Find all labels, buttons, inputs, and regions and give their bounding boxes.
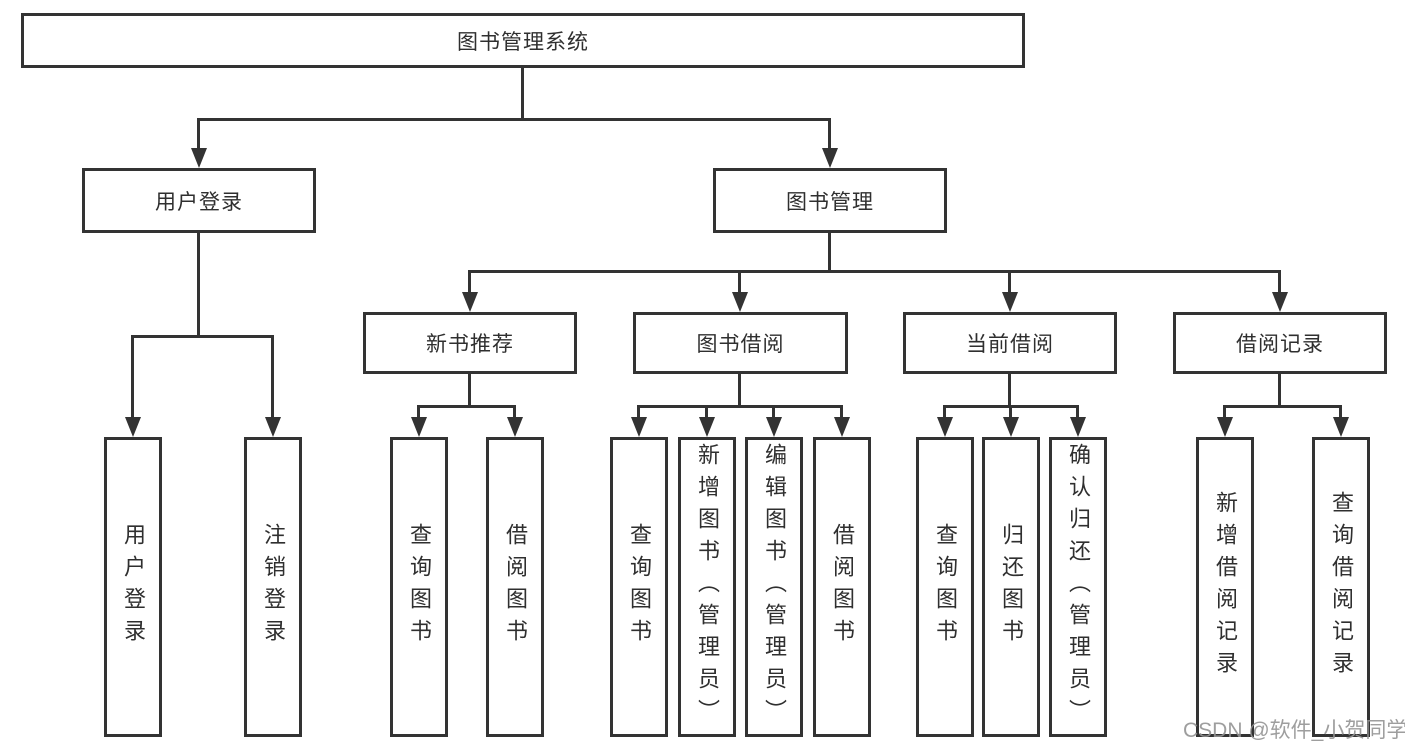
- connector-vline: [521, 68, 524, 121]
- leaf-query-books-current: 查询图书: [916, 437, 974, 737]
- node-label: 查询借阅记录: [1329, 491, 1354, 683]
- node-label: 查询图书: [407, 523, 432, 651]
- arrow-down-icon: [1070, 405, 1086, 437]
- arrow-down-icon: [125, 335, 141, 437]
- leaf-logout: 注销登录: [244, 437, 302, 737]
- arrow-down-icon: [411, 405, 427, 437]
- node-borrowing-records: 借阅记录: [1173, 312, 1387, 374]
- connector-hline: [1225, 405, 1341, 408]
- arrow-down-icon: [699, 405, 715, 437]
- arrow-down-icon: [1003, 405, 1019, 437]
- connector-vline: [1278, 374, 1281, 408]
- leaf-borrow-books: 借阅图书: [813, 437, 871, 737]
- node-user-login: 用户登录: [82, 168, 316, 233]
- node-label: 新增借阅记录: [1213, 491, 1238, 683]
- node-book-borrowing: 图书借阅: [633, 312, 848, 374]
- connector-hline: [639, 405, 842, 408]
- node-library-management-system: 图书管理系统: [21, 13, 1025, 68]
- connector-vline: [1008, 374, 1011, 408]
- node-label: 新增图书（管理员）: [695, 443, 720, 731]
- leaf-borrow-books-recommend: 借阅图书: [486, 437, 544, 737]
- connector-hline: [133, 335, 273, 338]
- connector-vline: [468, 374, 471, 408]
- node-label: 用户登录: [155, 190, 243, 214]
- node-label: 图书管理系统: [457, 30, 589, 54]
- connector-vline: [197, 233, 200, 338]
- arrow-down-icon: [507, 405, 523, 437]
- arrow-down-icon: [191, 118, 207, 168]
- arrow-down-icon: [1002, 270, 1018, 312]
- node-label: 查询图书: [627, 523, 652, 651]
- arrow-down-icon: [766, 405, 782, 437]
- node-label: 查询图书: [933, 523, 958, 651]
- node-label: 借阅记录: [1236, 333, 1324, 356]
- arrow-down-icon: [265, 335, 281, 437]
- leaf-add-borrow-record: 新增借阅记录: [1196, 437, 1254, 737]
- leaf-query-books-recommend: 查询图书: [390, 437, 448, 737]
- node-label: 当前借阅: [966, 333, 1054, 356]
- connector-vline: [738, 374, 741, 408]
- connector-vline: [828, 233, 831, 273]
- leaf-query-borrow-record: 查询借阅记录: [1312, 437, 1370, 737]
- node-label: 图书管理: [786, 190, 874, 214]
- arrow-down-icon: [732, 270, 748, 312]
- leaf-query-books-borrow: 查询图书: [610, 437, 668, 737]
- connector-hline: [419, 405, 515, 408]
- arrow-down-icon: [937, 405, 953, 437]
- arrow-down-icon: [822, 118, 838, 168]
- node-label: 借阅图书: [830, 523, 855, 651]
- node-label: 确认归还（管理员）: [1066, 443, 1091, 731]
- node-label: 归还图书: [999, 523, 1024, 651]
- node-label: 编辑图书（管理员）: [762, 443, 787, 731]
- leaf-confirm-return-admin: 确认归还（管理员）: [1049, 437, 1107, 737]
- node-label: 新书推荐: [426, 333, 514, 356]
- arrow-down-icon: [1333, 405, 1349, 437]
- leaf-add-book-admin: 新增图书（管理员）: [678, 437, 736, 737]
- connector-hline: [199, 118, 830, 121]
- node-book-management: 图书管理: [713, 168, 947, 233]
- node-label: 用户登录: [121, 523, 146, 651]
- leaf-return-books: 归还图书: [982, 437, 1040, 737]
- node-label: 注销登录: [261, 523, 286, 651]
- arrow-down-icon: [462, 270, 478, 312]
- node-new-book-recommendation: 新书推荐: [363, 312, 577, 374]
- node-label: 图书借阅: [696, 333, 785, 356]
- watermark: CSDN @软件_小贺同学: [1183, 719, 1405, 742]
- arrow-down-icon: [1217, 405, 1233, 437]
- leaf-edit-book-admin: 编辑图书（管理员）: [745, 437, 803, 737]
- leaf-user-login: 用户登录: [104, 437, 162, 737]
- arrow-down-icon: [631, 405, 647, 437]
- arrow-down-icon: [834, 405, 850, 437]
- arrow-down-icon: [1272, 270, 1288, 312]
- node-current-borrowing: 当前借阅: [903, 312, 1117, 374]
- node-label: 借阅图书: [503, 523, 528, 651]
- connector-hline: [470, 270, 1280, 273]
